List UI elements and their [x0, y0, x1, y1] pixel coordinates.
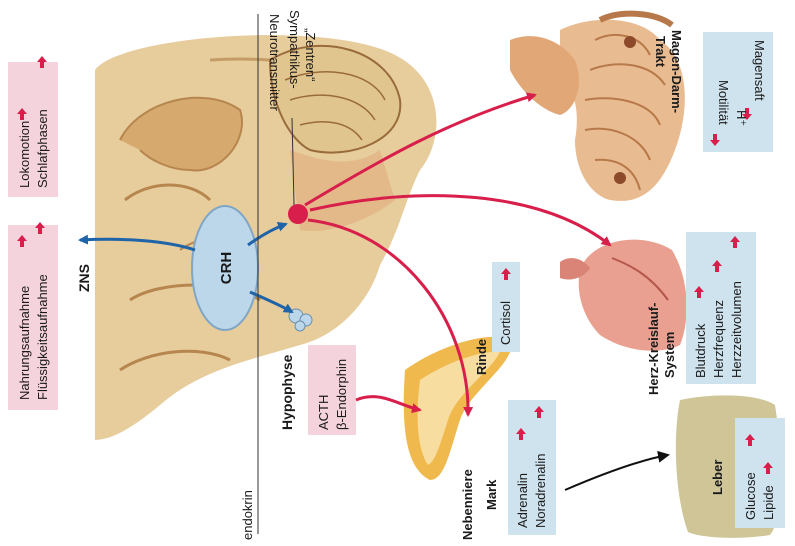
magensaft-label: Magensaft	[752, 40, 767, 101]
noradrenalin-label: Noradrenalin	[533, 454, 548, 528]
crh-label: CRH	[218, 252, 235, 285]
zns-box-nahrung	[8, 225, 58, 410]
hypophyse-label: Hypophyse	[279, 354, 295, 430]
mark-label: Mark	[484, 479, 499, 510]
neurotransmitter-label: Neurotransmitter	[267, 14, 282, 111]
blutdruck-label: Blutdruck	[693, 323, 708, 378]
sympathikus-label-line2: „Zentren“	[303, 28, 318, 81]
zns-box-lokomotion	[8, 62, 58, 197]
acth-label: ACTH	[316, 395, 331, 430]
magen-label-line2: Trakt	[653, 36, 668, 68]
herz-label-line1: Herz-Kreislauf-	[646, 303, 661, 395]
glucose-label: Glucose	[743, 472, 758, 520]
lipide-label: Lipide	[761, 485, 776, 520]
herz-label-line2: System	[662, 332, 677, 378]
lokomotion-label: Lokomotion	[17, 121, 32, 188]
h-plus-label: H⁺	[734, 110, 749, 126]
motilitaet-label: Motilität	[716, 80, 731, 125]
sympathetic-center-dot	[288, 204, 308, 224]
adrenal-to-liver-arrow	[565, 455, 668, 490]
fluessigkeitsaufnahme-label: Flüssigkeitsaufnahme	[35, 274, 50, 400]
nebenniere-label: Nebenniere	[460, 469, 475, 540]
adrenalin-label: Adrenalin	[515, 473, 530, 528]
endokrin-label: endokrin	[240, 490, 255, 540]
schlafphasen-label: Schlafphasen	[35, 109, 50, 188]
herzzeitvolumen-label: Herzzeitvolumen	[729, 281, 744, 378]
brain-illustration	[95, 35, 436, 440]
magen-label-line1: Magen-Darm-	[669, 30, 684, 113]
beta-endorphin-label: β-Endorphin	[334, 359, 349, 430]
nahrungsaufnahme-label: Nahrungsaufnahme	[17, 286, 32, 400]
sympathikus-label-line1: Sympathikus-	[287, 10, 302, 89]
zns-label: ZNS	[76, 264, 92, 292]
cortisol-label: Cortisol	[498, 301, 513, 345]
rinde-label: Rinde	[474, 339, 489, 375]
herzfrequenz-label: Herzfrequenz	[711, 300, 726, 378]
leber-label: Leber	[710, 460, 725, 495]
